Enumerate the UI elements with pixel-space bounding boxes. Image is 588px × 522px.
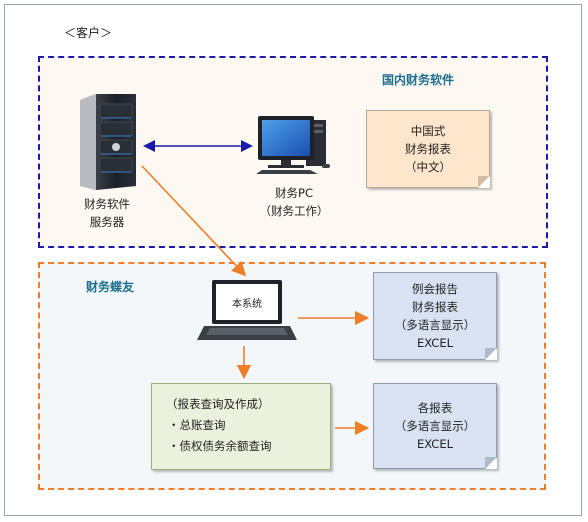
query-item-general-ledger: ・总账查询 [168, 418, 226, 432]
meeting-report-note: 例会报告 财务报表 （多语言显示） EXCEL [373, 272, 497, 360]
desktop-pc-icon [256, 116, 330, 174]
page-fold-icon [478, 176, 490, 188]
butterfly-system-title: 财务蝶友 [86, 280, 135, 294]
note-line: 中国式 [410, 124, 446, 138]
domestic-software-title: 国内财务软件 [382, 73, 455, 87]
note-line: 各报表 [417, 401, 453, 415]
query-item-receivable-payable: ・债权债务余额查询 [168, 439, 272, 453]
note-line: 例会报告 [412, 282, 458, 296]
note-line: （多语言显示） [394, 419, 476, 433]
pc-label-line2: （财务工作） [259, 204, 329, 218]
report-query-box: （报表查询及作成） ・总账查询 ・债权债务余额查询 [151, 383, 331, 470]
note-line: （多语言显示） [394, 318, 476, 332]
laptop-screen-text: 本系统 [232, 299, 262, 310]
note-line: 财务报表 [405, 142, 451, 156]
note-line: （中文） [405, 160, 451, 174]
server-icon [80, 94, 136, 190]
note-line: 财务报表 [412, 300, 458, 314]
server-to-laptop-arrow [141, 165, 247, 277]
laptop-icon [197, 280, 297, 340]
page-fold-icon [485, 457, 497, 469]
server-label: 财务软件 服务器 [62, 195, 152, 231]
each-report-note: 各报表 （多语言显示） EXCEL [373, 383, 497, 469]
query-box-heading: （报表查询及作成） [166, 397, 270, 411]
server-label-line2: 服务器 [89, 215, 125, 229]
note-line: EXCEL [416, 437, 453, 451]
server-label-line1: 财务软件 [84, 197, 130, 211]
chinese-report-note: 中国式 财务报表 （中文） [366, 110, 490, 188]
page-fold-icon [485, 348, 497, 360]
note-line: EXCEL [416, 336, 453, 350]
pc-label-line1: 财务PC [275, 186, 313, 200]
client-label: ＜客户＞ [64, 26, 113, 40]
pc-label: 财务PC （财务工作） [244, 184, 344, 220]
